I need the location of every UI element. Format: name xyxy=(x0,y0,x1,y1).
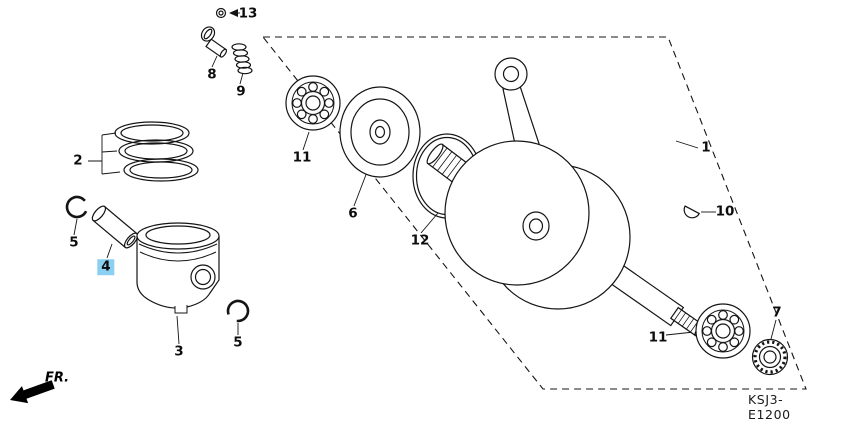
part-label-2[interactable]: 2 xyxy=(73,152,83,169)
part-label-3[interactable]: 3 xyxy=(174,343,184,360)
piston-pin-4-part xyxy=(91,205,139,249)
part-label-8[interactable]: 8 xyxy=(207,66,217,83)
part-label-11-left[interactable]: 11 xyxy=(292,149,312,166)
lock-nut-7-part xyxy=(751,338,789,376)
piston-rings-2-part xyxy=(114,121,199,182)
part-label-7[interactable]: 7 xyxy=(772,304,782,321)
part-label-11-right[interactable]: 11 xyxy=(648,329,668,346)
label-13-arrow-icon xyxy=(229,9,238,17)
part-label-1[interactable]: 1 xyxy=(701,139,711,156)
bearing-11-right-part xyxy=(695,303,751,359)
part-label-5-left[interactable]: 5 xyxy=(69,234,79,251)
part-label-6[interactable]: 6 xyxy=(348,205,358,222)
part-label-10[interactable]: 10 xyxy=(715,203,735,220)
plate-6-part xyxy=(339,86,421,178)
circlip-5-left-part xyxy=(65,195,89,219)
bearing-11-left-part xyxy=(285,75,341,131)
part-label-5-right[interactable]: 5 xyxy=(233,334,243,351)
front-direction-label: FR. xyxy=(44,370,70,386)
diagram-code: KSJ3-E1200 xyxy=(748,392,791,422)
assembly-boundary xyxy=(261,36,807,390)
spring-9-part xyxy=(231,43,253,75)
woodruff-key-10-part xyxy=(683,205,701,219)
circlip-5-right-part xyxy=(226,299,250,323)
part-label-12[interactable]: 12 xyxy=(410,232,430,249)
part-label-4[interactable]: 4 xyxy=(97,259,115,275)
parts-group xyxy=(65,7,789,376)
fr-direction-arrow-icon xyxy=(10,380,55,404)
piston-3-part xyxy=(136,222,220,314)
part-label-9[interactable]: 9 xyxy=(236,83,246,100)
pin-13-part xyxy=(215,7,227,19)
bolt-8-part xyxy=(200,26,228,58)
part-label-13[interactable]: 13 xyxy=(238,5,258,22)
leader-lines xyxy=(73,12,777,345)
crank-webs-part xyxy=(444,140,631,310)
